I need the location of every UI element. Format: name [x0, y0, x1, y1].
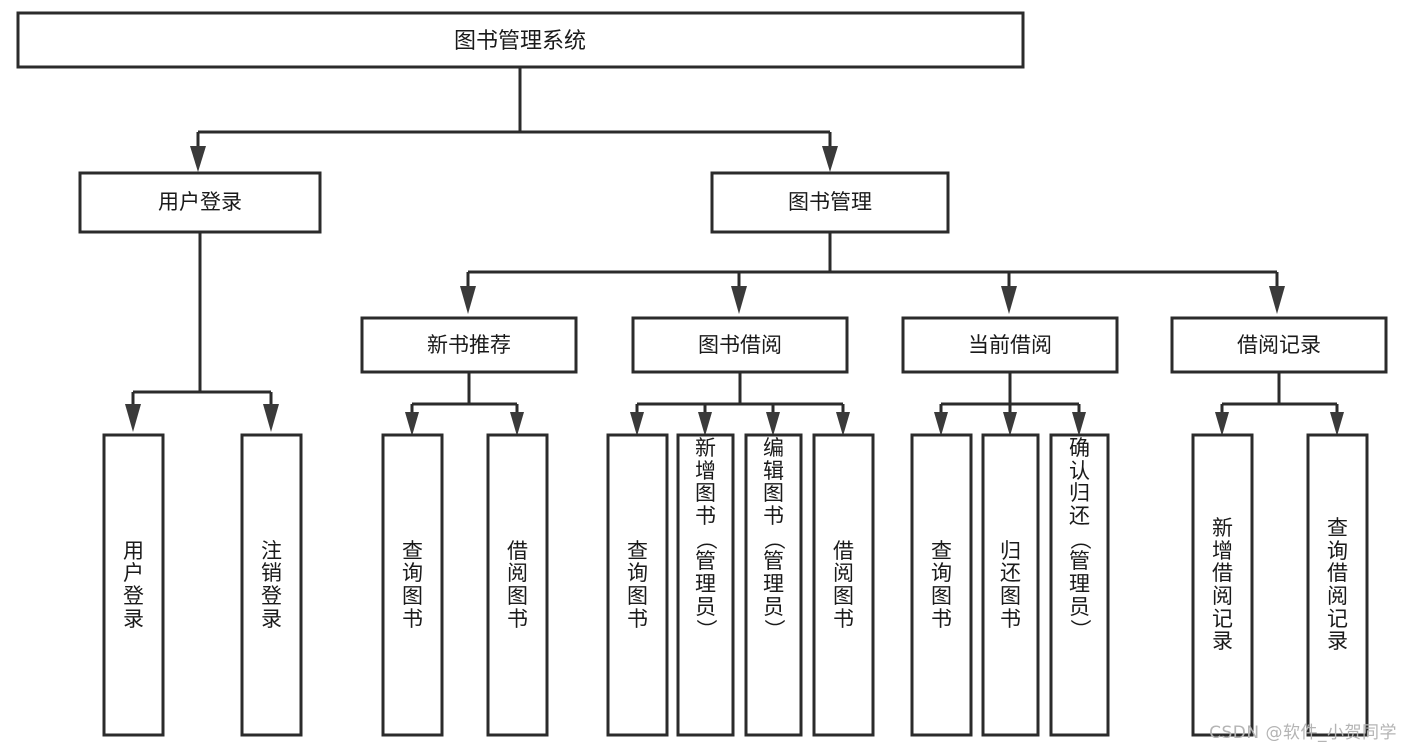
arrowhead-to-book-borrow — [731, 286, 747, 314]
node-root-label: 图书管理系统 — [454, 29, 586, 54]
arrowhead-nbr-leaf-1 — [405, 412, 419, 436]
node-new-book-rec-box[interactable] — [360, 316, 578, 374]
leaf-box-nbr-borrow-book[interactable] — [486, 433, 549, 737]
arrowhead-cb-leaf-2 — [1003, 412, 1017, 436]
node-root-box[interactable] — [16, 11, 1025, 69]
watermark-text: CSDN @软件_小贺同学 — [1209, 723, 1397, 743]
arrowhead-bb-leaf-1 — [630, 412, 644, 436]
node-current-borrow-label: 当前借阅 — [968, 333, 1052, 357]
node-user-login-label: 用户登录 — [158, 190, 242, 214]
arrowhead-bb-leaf-3 — [766, 412, 780, 436]
node-book-manage-box[interactable] — [710, 171, 950, 234]
node-book-borrow-label: 图书借阅 — [698, 333, 782, 357]
node-new-book-rec-label: 新书推荐 — [427, 333, 511, 357]
leaf-box-nbr-query-book[interactable] — [381, 433, 444, 737]
arrowhead-br-leaf-2 — [1330, 412, 1344, 436]
leaf-box-br-query-record[interactable] — [1306, 433, 1369, 737]
leaf-box-logout[interactable] — [240, 433, 303, 737]
arrowhead-br-leaf-1 — [1215, 412, 1229, 436]
leaf-box-cb-confirm-return[interactable] — [1049, 433, 1110, 737]
node-borrow-record-box[interactable] — [1170, 316, 1388, 374]
arrowhead-to-user-login — [190, 146, 206, 172]
arrowhead-cb-leaf-3 — [1072, 412, 1086, 436]
arrowhead-to-borrow-record — [1269, 286, 1285, 314]
leaf-box-cb-query-book[interactable] — [910, 433, 973, 737]
leaf-box-user-login[interactable] — [102, 433, 165, 737]
node-book-borrow-box[interactable] — [631, 316, 849, 374]
leaf-box-bb-borrow-book[interactable] — [812, 433, 875, 737]
arrowhead-bb-leaf-4 — [836, 412, 850, 436]
arrowhead-nbr-leaf-2 — [510, 412, 524, 436]
arrowhead-to-book-manage — [822, 146, 838, 172]
arrowhead-leaf-logout — [263, 404, 279, 432]
arrowhead-to-new-book-rec — [460, 286, 476, 314]
node-borrow-record-label: 借阅记录 — [1237, 333, 1321, 357]
leaf-box-bb-edit-book[interactable] — [744, 433, 803, 737]
node-book-manage-label: 图书管理 — [788, 190, 872, 214]
leaf-box-cb-return-book[interactable] — [981, 433, 1040, 737]
arrowhead-cb-leaf-1 — [934, 412, 948, 436]
arrowhead-bb-leaf-2 — [698, 412, 712, 436]
node-current-borrow-box[interactable] — [901, 316, 1119, 374]
leaf-box-br-add-record[interactable] — [1191, 433, 1254, 737]
leaf-box-bb-query-book[interactable] — [606, 433, 669, 737]
arrowhead-to-current-borrow — [1001, 286, 1017, 314]
leaf-box-bb-add-book[interactable] — [676, 433, 735, 737]
arrowhead-leaf-user-login — [125, 404, 141, 432]
